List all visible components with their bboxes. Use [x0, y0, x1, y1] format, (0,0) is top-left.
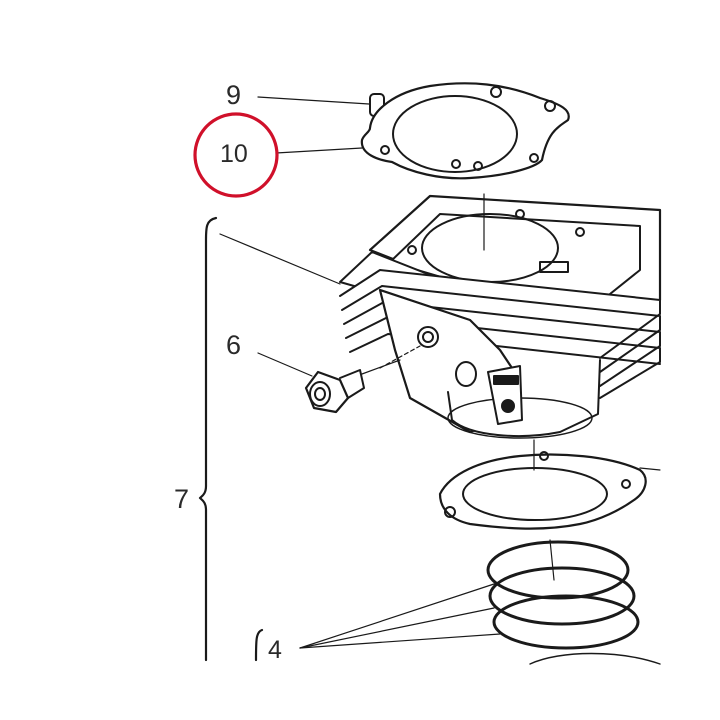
callout-9[interactable]: 9 [226, 80, 242, 110]
group-bracket-4 [254, 628, 264, 662]
stud-part-6 [304, 345, 421, 414]
cylinder-part-7 [339, 193, 662, 439]
callout-7[interactable]: 7 [174, 484, 190, 514]
base-gasket [438, 439, 661, 530]
callout-4[interactable]: 4 [268, 636, 282, 664]
highlight-circle [193, 112, 279, 198]
callout-6[interactable]: 6 [226, 330, 242, 360]
callout-10[interactable]: 10 [220, 140, 248, 168]
head-gasket-part-10 [360, 82, 570, 180]
group-bracket-7 [198, 216, 218, 662]
piston-rings-part-4 [486, 539, 661, 665]
